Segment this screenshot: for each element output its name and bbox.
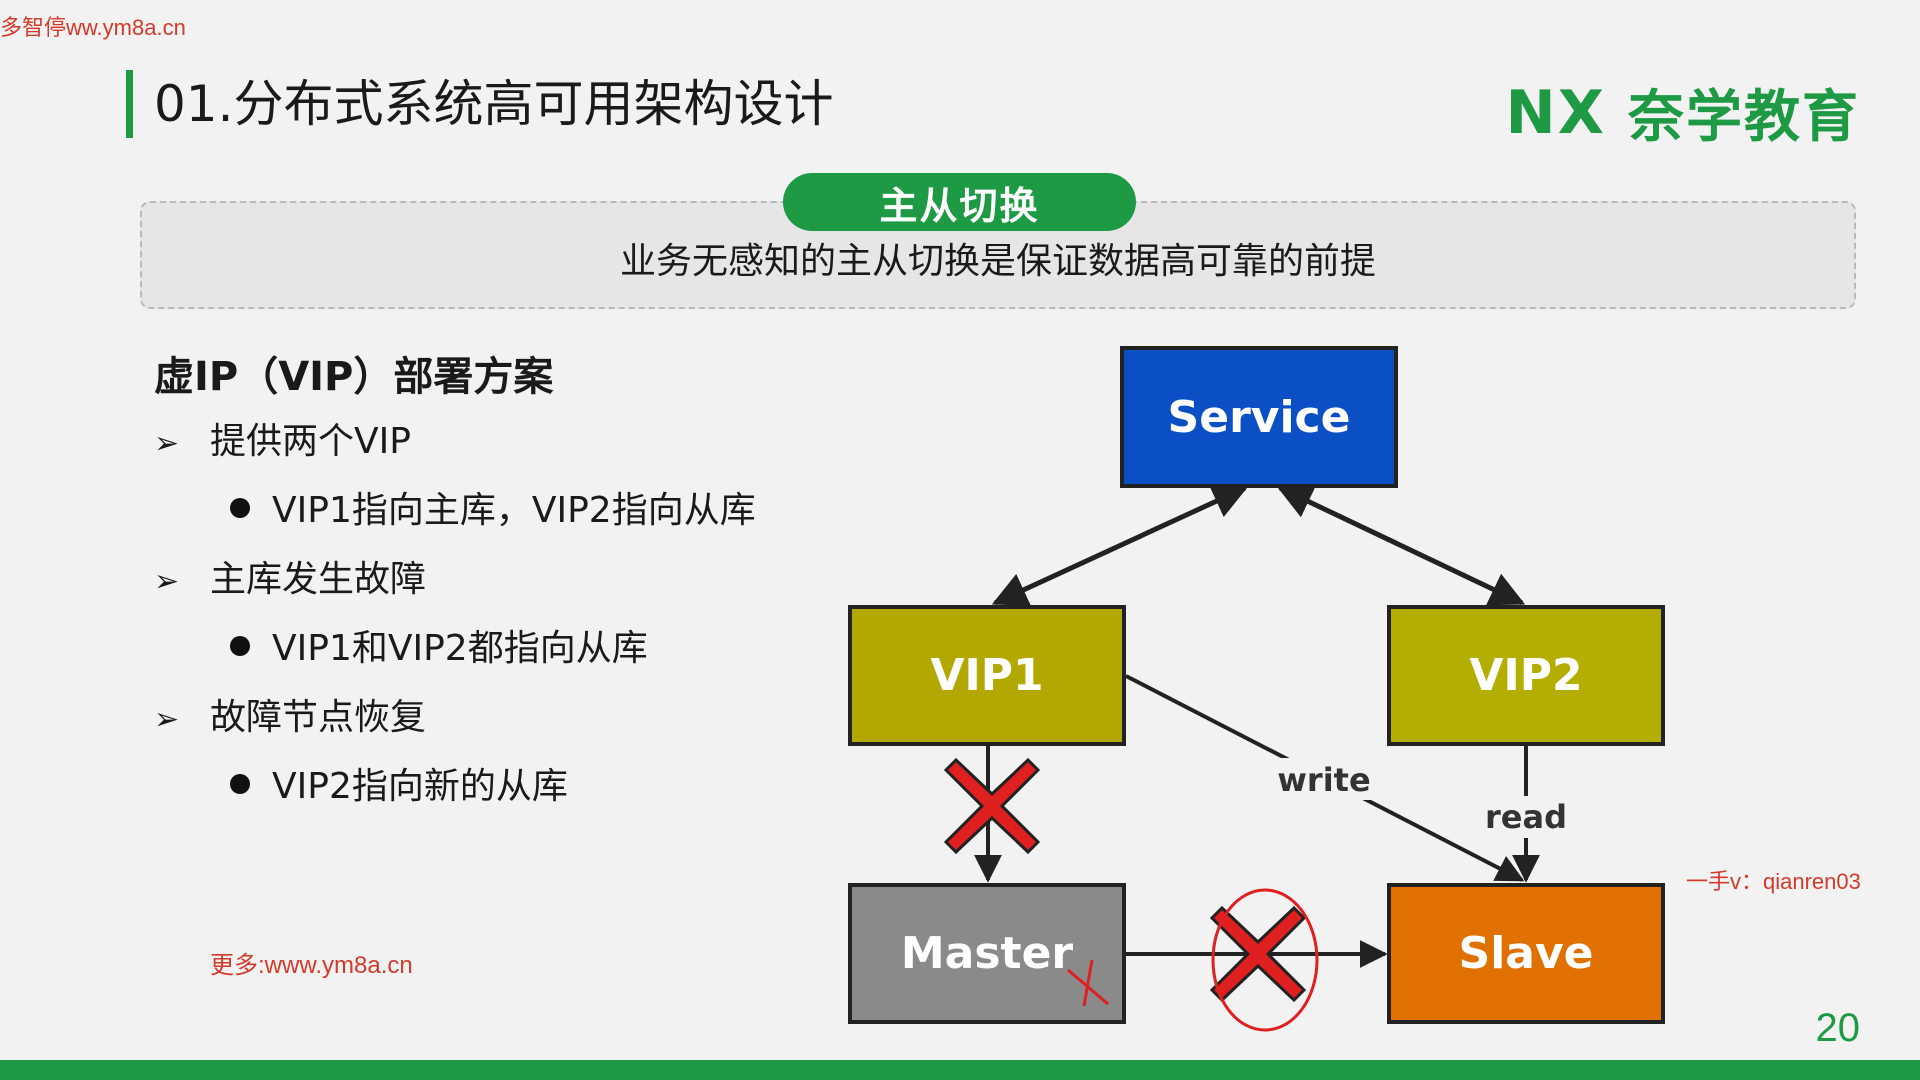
bottom-accent-bar bbox=[0, 1060, 1920, 1080]
node-service-box bbox=[1120, 346, 1398, 488]
bullet-text: 提供两个VIP bbox=[210, 421, 411, 462]
node-service: Service bbox=[1120, 346, 1398, 488]
sub-bullet-item: VIP2指向新的从库 bbox=[230, 757, 568, 809]
page-title: 01.分布式系统高可用架构设计 bbox=[154, 75, 834, 133]
sub-bullet-item: VIP1指向主库，VIP2指向从库 bbox=[230, 481, 756, 533]
bullet-text: 主库发生故障 bbox=[210, 559, 427, 600]
dot-bullet-icon bbox=[230, 498, 250, 518]
annotation-circle bbox=[1211, 888, 1319, 1032]
dot-bullet-icon bbox=[230, 774, 250, 794]
node-service-label: Service bbox=[1168, 392, 1351, 443]
node-slave-label: Slave bbox=[1459, 928, 1594, 979]
node-vip2-label: VIP2 bbox=[1469, 650, 1582, 701]
logo-text: 奈学教育 bbox=[1628, 85, 1860, 150]
section-heading: 虚IP（VIP）部署方案 bbox=[154, 354, 554, 400]
edge-service-vip1 bbox=[991, 485, 1249, 606]
node-slave: Slave bbox=[1387, 883, 1665, 1024]
failure-x-icon bbox=[943, 757, 1041, 855]
bullet-item: ➢ 提供两个VIP bbox=[154, 412, 411, 464]
node-master: Master bbox=[848, 883, 1126, 1024]
node-vip1-box bbox=[848, 605, 1126, 746]
node-master-box bbox=[848, 883, 1126, 1024]
node-slave-box bbox=[1387, 883, 1665, 1024]
edge-service-vip2 bbox=[1276, 485, 1526, 606]
brand-logo: NX 奈学教育 bbox=[1506, 72, 1860, 153]
sub-bullet-text: VIP2指向新的从库 bbox=[272, 766, 568, 807]
sub-bullet-text: VIP1和VIP2都指向从库 bbox=[272, 628, 648, 669]
arrow-bullet-icon: ➢ bbox=[154, 564, 180, 599]
bullet-text: 故障节点恢复 bbox=[210, 697, 427, 738]
node-vip1-label: VIP1 bbox=[930, 650, 1043, 701]
bullet-item: ➢ 主库发生故障 bbox=[154, 550, 426, 602]
edge-label-write: write bbox=[1277, 761, 1370, 799]
failure-x-icon bbox=[1209, 905, 1307, 1003]
annotation-cross-mark bbox=[1067, 959, 1109, 1007]
node-vip2: VIP2 bbox=[1387, 605, 1665, 746]
watermark-bottom: 更多:www.ym8a.cn bbox=[210, 952, 413, 979]
sub-bullet-item: VIP1和VIP2都指向从库 bbox=[230, 619, 648, 671]
write-label-bg bbox=[1272, 758, 1376, 800]
bullet-item: ➢ 故障节点恢复 bbox=[154, 688, 426, 740]
node-master-label: Master bbox=[901, 928, 1074, 979]
banner-pill: 主从切换 bbox=[783, 173, 1136, 231]
banner-text: 业务无感知的主从切换是保证数据高可靠的前提 bbox=[619, 241, 1376, 282]
edge-label-read: read bbox=[1485, 798, 1567, 836]
dot-bullet-icon bbox=[230, 636, 250, 656]
sub-bullet-text: VIP1指向主库，VIP2指向从库 bbox=[272, 490, 756, 531]
watermark-right: 一手v：qianren03 bbox=[1686, 869, 1861, 894]
page-number: 20 bbox=[1815, 1006, 1861, 1050]
watermark-top: 多智停ww.ym8a.cn bbox=[0, 15, 186, 40]
arrow-bullet-icon: ➢ bbox=[154, 702, 180, 737]
node-vip2-box bbox=[1387, 605, 1665, 746]
arrow-bullet-icon: ➢ bbox=[154, 426, 180, 461]
read-label-bg bbox=[1482, 796, 1572, 838]
title-accent-bar bbox=[126, 70, 133, 138]
logo-mark: NX bbox=[1505, 77, 1606, 148]
node-vip1: VIP1 bbox=[848, 605, 1126, 746]
